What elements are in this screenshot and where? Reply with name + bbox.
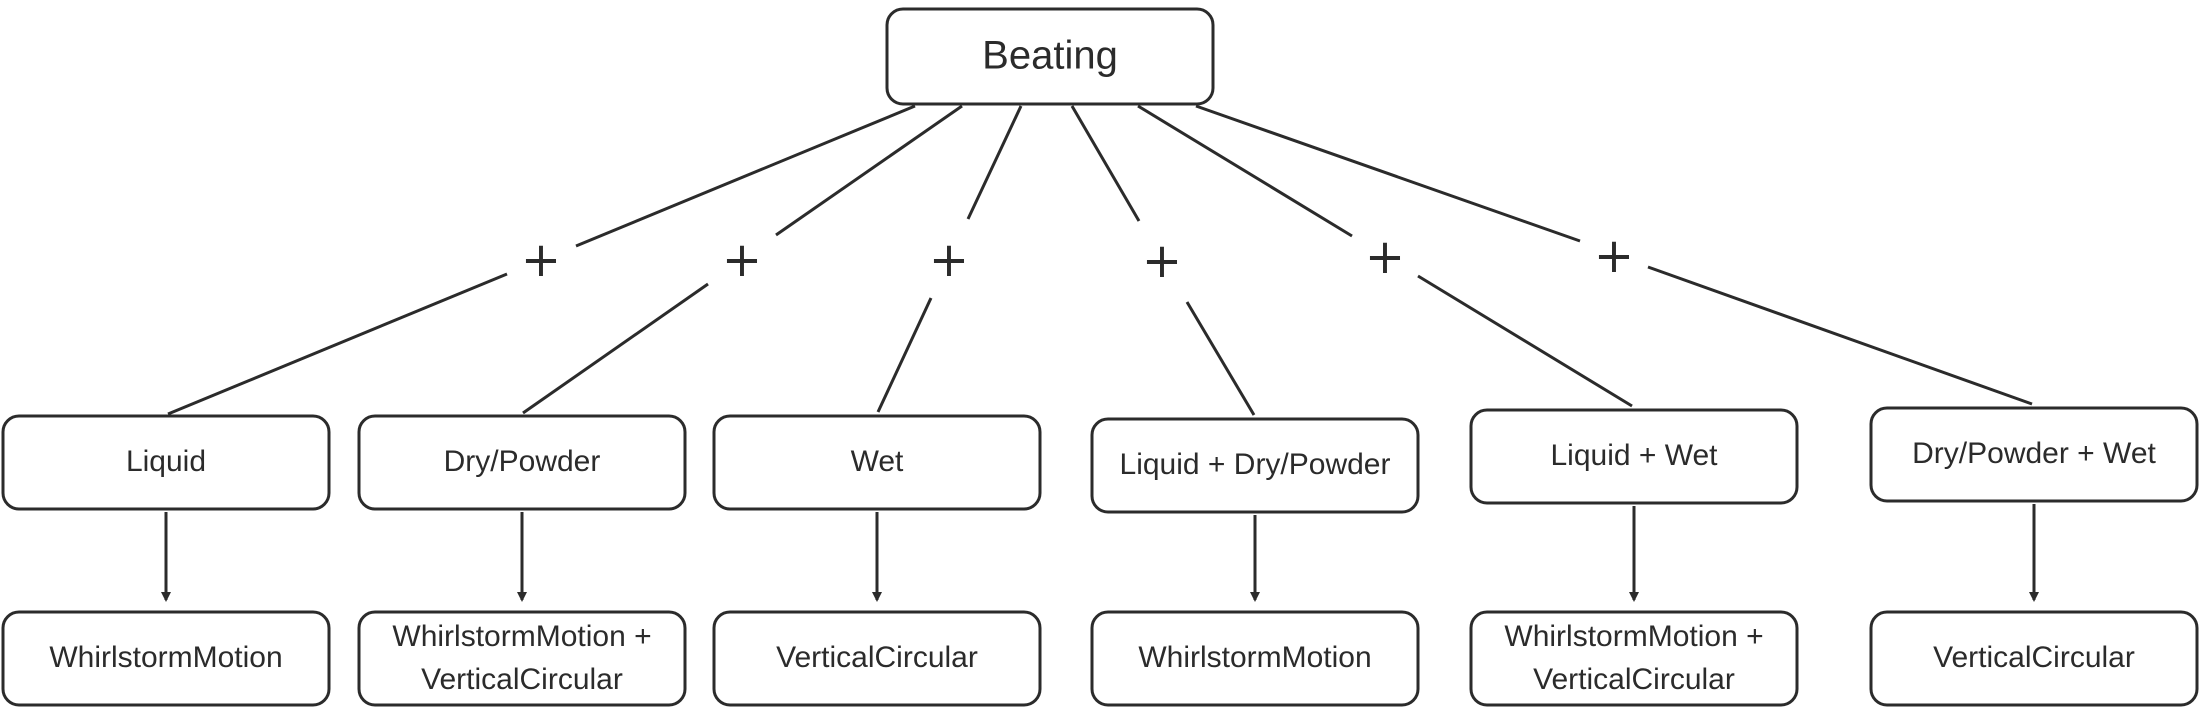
category-label: Dry/Powder	[444, 445, 601, 478]
plus-operator-6: +	[1594, 228, 1634, 284]
category-node-dry-powder-wet: Dry/Powder + Wet	[1869, 406, 2199, 503]
outcome-node-3: VerticalCircular	[712, 610, 1042, 707]
plus-operator-5: +	[1365, 229, 1405, 285]
connector-1-upper	[575, 104, 916, 248]
outcome-node-4: WhirlstormMotion	[1090, 610, 1420, 707]
plus-operator-4: +	[1142, 233, 1182, 289]
outcome-label: WhirlstormMotion	[1138, 641, 1371, 674]
category-node-wet: Wet	[712, 414, 1042, 511]
outcome-label: WhirlstormMotion	[49, 641, 282, 674]
operators: + + + + + +	[521, 228, 1634, 289]
plus-operator-1: +	[521, 232, 561, 288]
plus-operator-2: +	[722, 232, 762, 288]
arrows	[161, 504, 2039, 602]
category-node-dry-powder: Dry/Powder	[357, 414, 687, 511]
category-nodes: Liquid Dry/Powder Wet Liquid + Dry/Powde…	[1, 406, 2199, 514]
connector-3-lower	[876, 297, 933, 413]
root-label: Beating	[982, 34, 1118, 78]
connector-2-lower	[522, 282, 709, 415]
outcome-label: VerticalCircular	[1933, 641, 2135, 674]
connector-4-lower	[1185, 301, 1256, 416]
outcome-node-2: WhirlstormMotion + VerticalCircular	[357, 610, 687, 707]
category-node-liquid-wet: Liquid + Wet	[1469, 408, 1799, 505]
connector-3-upper	[966, 105, 1023, 220]
outcome-label-line-2: VerticalCircular	[1533, 663, 1735, 696]
connectors	[167, 104, 2033, 416]
connector-2-upper	[775, 104, 963, 237]
outcome-label-line-1: WhirlstormMotion +	[392, 620, 651, 653]
category-label: Liquid	[126, 445, 206, 478]
connector-5-upper	[1137, 104, 1353, 238]
connector-6-upper	[1195, 104, 1581, 243]
outcome-label-line-2: VerticalCircular	[421, 663, 623, 696]
category-node-liquid-dry-powder: Liquid + Dry/Powder	[1090, 417, 1420, 514]
category-label: Wet	[851, 445, 904, 478]
outcome-node-5: WhirlstormMotion + VerticalCircular	[1469, 610, 1799, 707]
category-label: Liquid + Dry/Powder	[1120, 448, 1391, 481]
category-label: Liquid + Wet	[1550, 439, 1718, 472]
connector-5-lower	[1417, 274, 1633, 408]
root-node: Beating	[885, 7, 1215, 106]
connector-4-upper	[1070, 105, 1141, 222]
plus-operator-3: +	[929, 232, 969, 288]
category-label: Dry/Powder + Wet	[1912, 437, 2156, 470]
outcome-node-1: WhirlstormMotion	[1, 610, 331, 707]
outcome-label: VerticalCircular	[776, 641, 978, 674]
connector-6-lower	[1647, 265, 2033, 406]
connector-1-lower	[167, 272, 508, 416]
category-node-liquid: Liquid	[1, 414, 331, 511]
outcome-nodes: WhirlstormMotion WhirlstormMotion + Vert…	[1, 610, 2199, 707]
outcome-node-6: VerticalCircular	[1869, 610, 2199, 707]
outcome-label-line-1: WhirlstormMotion +	[1504, 620, 1763, 653]
